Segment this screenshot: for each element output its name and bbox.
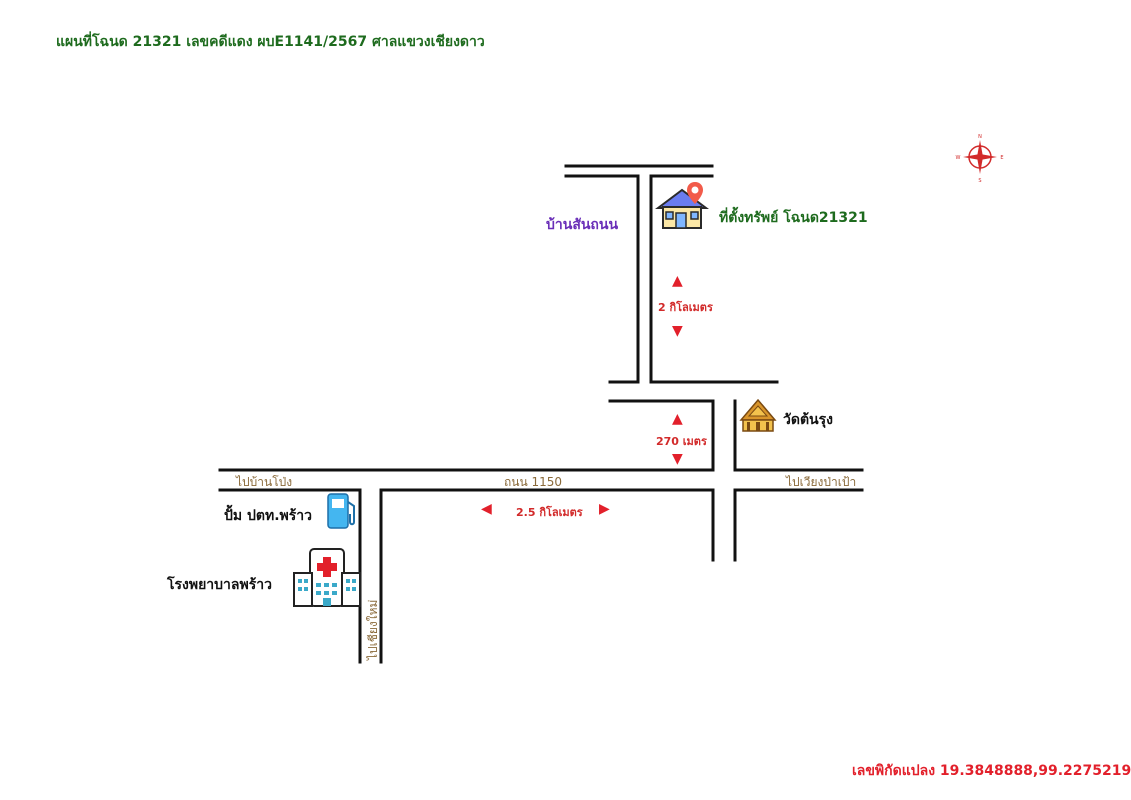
arrow-left-icon: ◀ <box>481 501 492 517</box>
arrow-right-icon: ▶ <box>599 501 610 517</box>
property-label: ที่ตั้งทรัพย์ โฉนด21321 <box>719 210 868 226</box>
temple-label: วัดต้นรุง <box>783 412 833 428</box>
parcel-coordinates: เลขพิกัดแปลง 19.3848888,99.2275219 <box>852 763 1131 779</box>
arrow-down-icon: ▼ <box>672 323 683 339</box>
hospital-label: โรงพยาบาลพร้าว <box>167 577 272 593</box>
arrow-down-icon: ▼ <box>672 451 683 467</box>
arrow-up-icon: ▲ <box>672 273 683 289</box>
road-to-ban-pong: ไปบ้านโป่ง <box>236 475 293 489</box>
compass-n: N <box>978 134 982 140</box>
gas-pump-icon <box>327 493 355 529</box>
compass-w: W <box>956 155 961 161</box>
gas-station-label: ปั้ม ปตท.พร้าว <box>224 508 312 524</box>
compass-icon: N S E W <box>956 134 1004 184</box>
hospital-icon <box>293 548 361 607</box>
arrow-up-icon: ▲ <box>672 411 683 427</box>
distance-north: 2 กิโลเมตร <box>658 301 713 314</box>
compass-e: E <box>1000 155 1003 161</box>
road-1150-label: ถนน 1150 <box>504 475 563 489</box>
distance-middle: 270 เมตร <box>656 435 707 448</box>
distance-main-road: 2.5 กิโลเมตร <box>516 506 583 519</box>
house-icon <box>655 188 709 229</box>
map-title: แผนที่โฉนด 21321 เลขคดีแดง ผบE1141/2567 … <box>56 34 485 50</box>
compass-s: S <box>978 178 981 184</box>
village-label: บ้านสันถนน <box>546 217 619 233</box>
temple-icon <box>739 398 777 432</box>
location-pin-icon <box>687 182 703 204</box>
road-to-wiang-pa-pao: ไปเวียงป่าเป้า <box>786 475 857 489</box>
road-to-chiang-mai: ไปเชียงใหม่ <box>366 599 380 660</box>
